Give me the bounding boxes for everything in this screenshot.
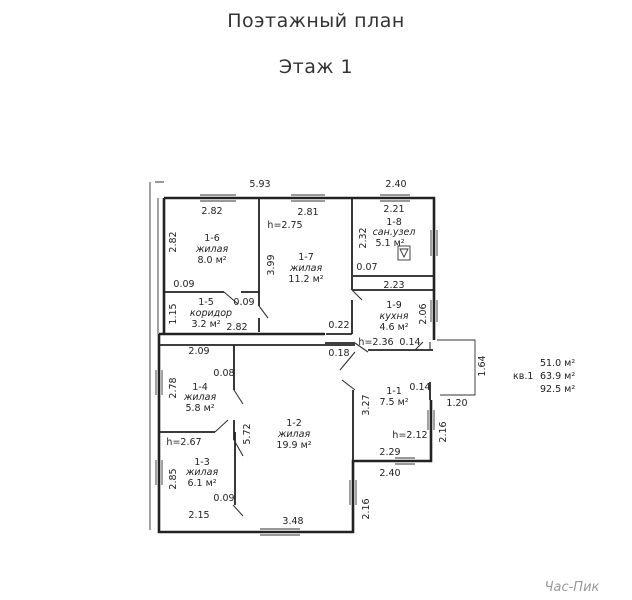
toilet-fixture [397,245,411,261]
watermark: Час-Пик [545,580,600,595]
room-label-1-9: 1-9 кухня 4.6 м² [379,300,408,333]
dim-r19-w: 2.23 [383,280,404,291]
dim-r13-w: 2.15 [188,510,209,521]
dim-r18-w: 2.21 [383,204,404,215]
dim-r19-height: h=2.36 [358,337,393,348]
dim-r13-small: 0.09 [213,493,234,504]
dim-r11-small: 0.14 [409,382,430,393]
room-id: 1-3 [194,457,210,468]
room-id: 1-8 [386,217,402,228]
dim-r11-bottom: 2.40 [379,468,400,479]
dim-r16-w: 2.82 [201,206,222,217]
room-label-1-4: 1-4 жилая 5.8 м² [183,382,217,414]
room-label-1-5: 1-5 коридор 3.2 м² [190,297,232,330]
summary-total: 63.9 м² [540,371,575,382]
room-name: жилая [277,429,311,440]
dim-r19-h: 2.06 [418,303,429,324]
room-area: 8.0 м² [197,255,226,266]
room-name: жилая [185,467,219,478]
room-id: 1-7 [298,252,314,263]
unit-summary: 51.0 м² кв.1 63.9 м² 92.5 м² [513,358,575,395]
room-name: жилая [183,392,217,403]
summary-living: 51.0 м² [540,358,575,369]
windows [155,194,438,536]
room-id: 1-2 [286,418,302,429]
dim-r12-h: 5.72 [242,423,253,444]
dimension-labels: 5.93 2.40 2.82 2.82 0.09 2.81 h=2.75 3.9… [166,179,488,527]
dim-r18-h: 2.32 [358,227,369,248]
room-area: 19.9 м² [276,440,311,451]
summary-unit-label: кв.1 [513,371,533,382]
dim-r15-h: 1.15 [168,303,179,324]
room-label-1-6: 1-6 жилая 8.0 м² [195,233,229,266]
room-area: 3.2 м² [191,319,220,330]
dim-r11-w: 2.29 [379,447,400,458]
room-name: коридор [190,308,232,319]
dim-r15-w: 2.82 [226,322,247,333]
dim-r11-h: 2.16 [438,421,449,442]
room-area: 5.1 м² [375,238,404,249]
dim-r12-w: 3.48 [282,516,303,527]
dim-r12-bottom-right: 2.16 [361,498,372,519]
room-area: 6.1 м² [187,478,216,489]
dim-r18-small: 0.07 [356,262,377,273]
room-id: 1-4 [192,382,208,393]
room-area: 5.8 м² [185,403,214,414]
dim-r11-height: h=2.12 [392,430,427,441]
dim-r13-height: h=2.67 [166,437,201,448]
room-name: сан.узел [373,227,416,238]
room-id: 1-9 [386,300,402,311]
dim-top-left: 5.93 [249,179,270,190]
dim-r17-h: 3.99 [266,254,277,275]
dim-r15-right: 0.22 [328,320,349,331]
room-name: кухня [380,311,409,322]
room-label-1-1: 1-1 7.5 м² [379,386,408,408]
dim-r19-small: 0.14 [399,337,420,348]
dim-r12-right: 3.27 [361,394,372,415]
dim-r17-small: 0.09 [233,297,254,308]
room-id: 1-5 [198,297,214,308]
dim-r16-h: 2.82 [168,231,179,252]
outer-walls [149,181,436,534]
dim-col-left: 0.18 [328,348,349,359]
dim-r14-w: 2.09 [188,346,209,357]
dim-r14-h: 2.78 [168,377,179,398]
room-label-1-2: 1-2 жилая 19.9 м² [276,418,311,451]
dim-porch-w: 1.20 [446,398,467,409]
summary-gross: 92.5 м² [540,384,575,395]
dim-porch-h: 1.64 [477,355,488,376]
room-area: 7.5 м² [379,397,408,408]
dim-top-right: 2.40 [385,179,406,190]
doors [214,289,476,517]
inner-walls [160,198,433,505]
dim-r16-mid: 0.09 [173,279,194,290]
room-id: 1-1 [386,386,402,397]
room-name: жилая [289,263,323,274]
room-area: 11.2 м² [288,274,323,285]
dim-r17-height: h=2.75 [267,220,302,231]
room-label-1-8: 1-8 сан.узел 5.1 м² [373,217,416,249]
page-title: Поэтажный план [227,10,405,32]
dim-r17-w: 2.81 [297,207,318,218]
dim-r13-h: 2.85 [168,468,179,489]
room-label-1-7: 1-7 жилая 11.2 м² [288,252,323,285]
room-label-1-3: 1-3 жилая 6.1 м² [185,457,219,489]
room-name: жилая [195,244,229,255]
dim-r14-small: 0.08 [213,368,234,379]
room-area: 4.6 м² [379,322,408,333]
floor-subtitle: Этаж 1 [278,56,354,78]
room-id: 1-6 [204,233,220,244]
